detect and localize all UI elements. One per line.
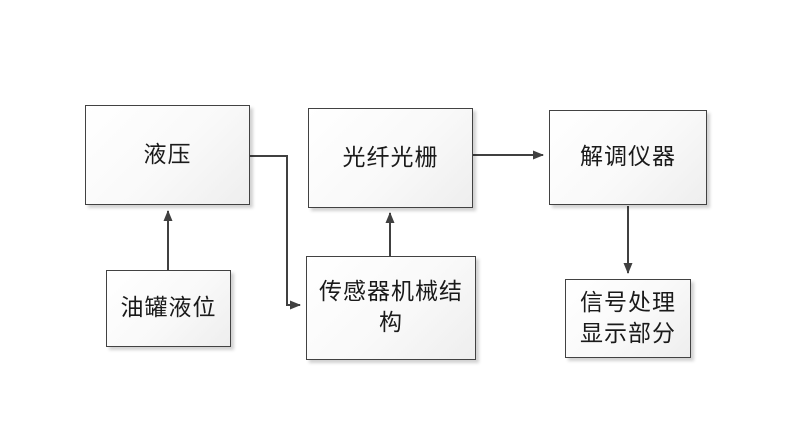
node-sensor-mechanical-structure: 传感器机械结 构: [306, 256, 476, 360]
label-line: 液压: [143, 141, 192, 168]
node-hydraulic-pressure-label: 液压: [144, 140, 192, 171]
node-sensor-mechanical-structure-label: 传感器机械结 构: [319, 277, 463, 339]
label-line: 信号处理: [580, 289, 676, 316]
label-line: 显示部分: [580, 320, 676, 347]
label-line: 油罐液位: [120, 295, 217, 321]
node-oil-tank-liquid-level: 油罐液位: [106, 270, 231, 347]
node-oil-tank-liquid-level-label: 油罐液位: [121, 293, 217, 324]
label-line: 解调仪器: [580, 144, 676, 170]
label-line: 构: [379, 310, 403, 336]
node-signal-processing-display: 信号处理 显示部分: [565, 279, 691, 358]
node-signal-processing-display-label: 信号处理 显示部分: [580, 288, 676, 350]
node-fiber-bragg-grating-label: 光纤光栅: [343, 143, 439, 174]
node-hydraulic-pressure: 液压: [85, 105, 250, 205]
edge-hydraulic-to-sensor-mechanical: [250, 155, 301, 310]
node-demodulation-instrument-label: 解调仪器: [580, 142, 676, 173]
label-line: 光纤光栅: [342, 144, 439, 171]
node-demodulation-instrument: 解调仪器: [549, 110, 707, 205]
node-fiber-bragg-grating: 光纤光栅: [308, 108, 473, 208]
label-line: 传感器机械结: [319, 279, 463, 305]
